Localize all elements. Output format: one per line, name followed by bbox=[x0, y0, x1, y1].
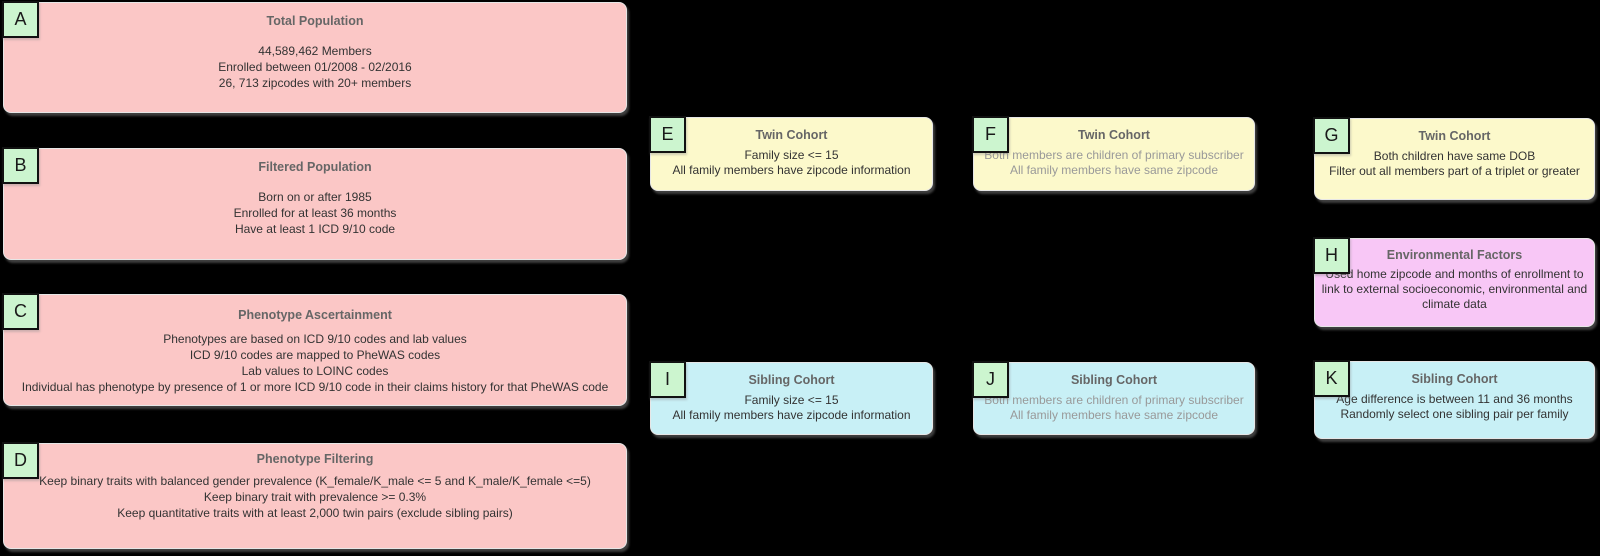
node-letter: I bbox=[664, 369, 670, 389]
node-body: Both members are children of primary sub… bbox=[974, 393, 1254, 423]
node-letter-badge: D bbox=[2, 442, 39, 479]
node-body: Both children have same DOB Filter out a… bbox=[1315, 149, 1594, 179]
node-body: Used home zipcode and months of enrollme… bbox=[1315, 267, 1594, 312]
node-line: Filter out all members part of a triplet… bbox=[1329, 164, 1580, 178]
node-letter-badge: C bbox=[2, 293, 39, 330]
node-line: Used home zipcode and months of enrollme… bbox=[1321, 267, 1588, 311]
node-letter-badge: K bbox=[1313, 360, 1350, 397]
node-letter-badge: I bbox=[649, 361, 686, 398]
node-line: All family members have zipcode informat… bbox=[672, 163, 911, 177]
node-letter-badge: J bbox=[972, 361, 1009, 398]
node-line: Keep binary traits with balanced gender … bbox=[39, 474, 591, 488]
node-b-filtered-population: B Filtered Population Born on or after 1… bbox=[2, 147, 627, 260]
node-line: 26, 713 zipcodes with 20+ members bbox=[218, 76, 412, 90]
node-line: 44,589,462 Members bbox=[258, 44, 372, 58]
node-line: Both children have same DOB bbox=[1373, 149, 1536, 163]
node-body: Age difference is between 11 and 36 mont… bbox=[1315, 392, 1594, 422]
node-g-twin-cohort: G Twin Cohort Both children have same DO… bbox=[1313, 117, 1595, 200]
node-line: Phenotypes are based on ICD 9/10 codes a… bbox=[163, 332, 467, 346]
node-line: Enrolled between 01/2008 - 02/2016 bbox=[218, 60, 412, 74]
node-line: Lab values to LOINC codes bbox=[241, 364, 389, 378]
node-letter-badge: A bbox=[2, 1, 39, 38]
node-title: Environmental Factors bbox=[1386, 248, 1523, 262]
node-line: Family size <= 15 bbox=[744, 148, 839, 162]
node-a-total-population: A Total Population 44,589,462 Members En… bbox=[2, 1, 627, 113]
node-letter: C bbox=[14, 301, 27, 321]
node-letter: F bbox=[985, 124, 996, 144]
node-title: Sibling Cohort bbox=[1070, 373, 1158, 387]
node-h-environmental-factors: H Environmental Factors Used home zipcod… bbox=[1313, 237, 1595, 327]
node-line: Have at least 1 ICD 9/10 code bbox=[234, 222, 396, 236]
node-line: Age difference is between 11 and 36 mont… bbox=[1336, 392, 1573, 406]
node-line: Family size <= 15 bbox=[744, 393, 839, 407]
node-line: Individual has phenotype by presence of … bbox=[21, 380, 609, 394]
node-line: ICD 9/10 codes are mapped to PheWAS code… bbox=[189, 348, 441, 362]
node-title: Twin Cohort bbox=[1418, 129, 1491, 143]
node-body: Family size <= 15 All family members hav… bbox=[651, 393, 932, 423]
node-title: Phenotype Ascertainment bbox=[238, 308, 392, 322]
node-title: Sibling Cohort bbox=[1411, 372, 1498, 386]
node-letter: B bbox=[14, 155, 27, 175]
node-letter-badge: H bbox=[1313, 237, 1350, 274]
node-title: Twin Cohort bbox=[1078, 128, 1150, 142]
node-c-phenotype-ascertainment: C Phenotype Ascertainment Phenotypes are… bbox=[2, 293, 627, 406]
node-letter: A bbox=[14, 9, 27, 29]
node-body: Keep binary traits with balanced gender … bbox=[4, 473, 626, 521]
node-e-twin-cohort: E Twin Cohort Family size <= 15 All fami… bbox=[649, 116, 933, 191]
node-line: Born on or after 1985 bbox=[258, 190, 372, 204]
node-line: All family members have zipcode informat… bbox=[672, 408, 911, 422]
node-letter: K bbox=[1325, 368, 1338, 388]
node-line: All family members have same zipcode bbox=[1009, 408, 1219, 422]
node-line: Both members are children of primary sub… bbox=[984, 393, 1244, 407]
node-title: Sibling Cohort bbox=[748, 373, 835, 387]
node-body: Born on or after 1985 Enrolled for at le… bbox=[4, 189, 626, 237]
node-title: Phenotype Filtering bbox=[256, 452, 374, 466]
node-i-sibling-cohort: I Sibling Cohort Family size <= 15 All f… bbox=[649, 361, 933, 435]
node-letter: J bbox=[986, 369, 995, 389]
node-j-sibling-cohort: J Sibling Cohort Both members are childr… bbox=[972, 361, 1255, 435]
node-body: 44,589,462 Members Enrolled between 01/2… bbox=[4, 43, 626, 91]
node-body: Family size <= 15 All family members hav… bbox=[651, 148, 932, 178]
node-body: Both members are children of primary sub… bbox=[974, 148, 1254, 178]
node-letter: D bbox=[14, 450, 27, 470]
node-line: Both members are children of primary sub… bbox=[984, 148, 1244, 162]
node-line: Keep binary trait with prevalence >= 0.3… bbox=[203, 490, 427, 504]
node-title: Twin Cohort bbox=[755, 128, 828, 142]
node-letter-badge: G bbox=[1313, 117, 1350, 154]
node-letter-badge: B bbox=[2, 147, 39, 184]
node-letter-badge: F bbox=[972, 116, 1009, 153]
node-d-phenotype-filtering: D Phenotype Filtering Keep binary traits… bbox=[2, 442, 627, 549]
node-line: Keep quantitative traits with at least 2… bbox=[117, 506, 513, 520]
node-letter-badge: E bbox=[649, 116, 686, 153]
node-letter: E bbox=[661, 124, 674, 144]
node-title: Total Population bbox=[266, 14, 364, 28]
node-f-twin-cohort: F Twin Cohort Both members are children … bbox=[972, 116, 1255, 191]
node-line: Enrolled for at least 36 months bbox=[233, 206, 397, 220]
node-body: Phenotypes are based on ICD 9/10 codes a… bbox=[4, 331, 626, 395]
node-title: Filtered Population bbox=[258, 160, 372, 174]
node-line: All family members have same zipcode bbox=[1009, 163, 1219, 177]
node-k-sibling-cohort: K Sibling Cohort Age difference is betwe… bbox=[1313, 360, 1595, 439]
node-line: Randomly select one sibling pair per fam… bbox=[1340, 407, 1569, 421]
node-letter: G bbox=[1324, 125, 1339, 145]
node-letter: H bbox=[1325, 245, 1338, 265]
